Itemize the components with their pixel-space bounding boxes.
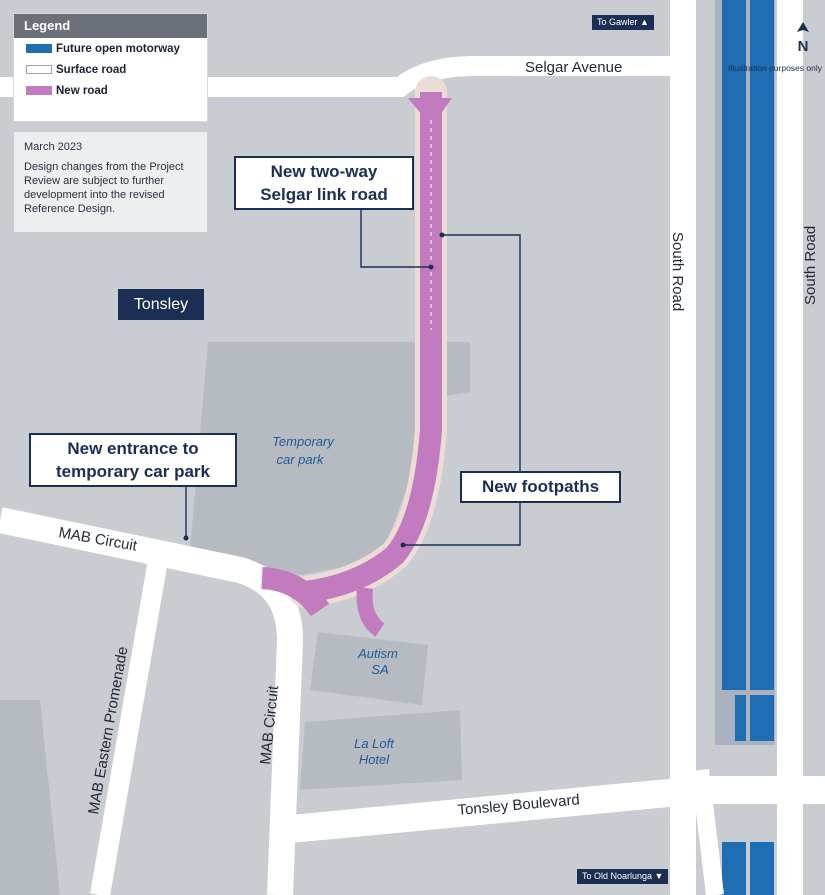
label-laloft-1: La Loft	[354, 736, 395, 751]
label-autism-1: Autism	[357, 646, 398, 661]
callout-entrance-line2: temporary car park	[55, 462, 211, 481]
legend: Legend Future open motorway Surface road…	[14, 14, 207, 121]
info-date: March 2023	[24, 141, 83, 153]
dot-footpath-north	[439, 232, 445, 238]
leader-dots	[183, 232, 445, 548]
motorway-ramp-east	[750, 695, 774, 741]
leader-lines	[185, 210, 521, 546]
block-autism-sa	[310, 632, 428, 705]
dot-entrance	[183, 535, 189, 541]
block-la-loft-hotel	[300, 710, 462, 790]
north-arrow-icon: N	[797, 22, 809, 54]
callout-entrance: New entrance to temporary car park	[29, 433, 237, 487]
place-tonsley-label: Tonsley	[133, 296, 189, 313]
legend-item-surface-road: Surface road	[14, 59, 207, 80]
legend-label-new-road: New road	[56, 84, 108, 97]
new-road-top-flare	[408, 98, 452, 115]
legend-swatch-surface-road	[26, 65, 52, 74]
legend-label-surface-road: Surface road	[56, 63, 127, 76]
label-temporary-car-park-2: car park	[277, 452, 325, 467]
label-temporary-car-park-1: Temporary	[272, 434, 335, 449]
new-road	[261, 76, 452, 637]
direction-to-old-noarlunga: To Old Noarlunga ▼	[577, 869, 669, 884]
leader-link-road	[360, 210, 431, 268]
dot-link-road	[428, 264, 434, 270]
road-south-link	[691, 768, 724, 895]
leader-footpaths	[403, 234, 521, 546]
place-tonsley: Tonsley	[118, 289, 204, 320]
legend-item-motorway: Future open motorway	[14, 38, 207, 59]
direction-to-gawler-label: To Gawler ▲	[597, 17, 649, 27]
label-south-road-east: South Road	[802, 226, 819, 305]
block-temporary-car-park	[190, 342, 470, 575]
legend-label-motorway: Future open motorway	[56, 42, 180, 55]
road-mab-circuit	[0, 507, 304, 895]
legend-title: Legend	[14, 14, 207, 38]
dot-footpath-south	[400, 542, 406, 548]
motorway-ramp-west	[735, 695, 746, 741]
direction-to-old-noarlunga-label: To Old Noarlunga ▼	[582, 871, 664, 881]
callout-entrance-line1: New entrance to	[67, 439, 199, 458]
block-southwest	[0, 700, 60, 895]
motorway-carriageway-west	[722, 0, 746, 690]
label-selgar-avenue: Selgar Avenue	[525, 59, 622, 76]
legend-item-new-road: New road	[14, 80, 207, 101]
legend-swatch-motorway	[26, 44, 52, 53]
callout-link-road: New two-way Selgar link road	[234, 156, 414, 210]
callout-link-road-line1: New two-way	[270, 162, 378, 181]
motorway-south-west	[722, 842, 746, 895]
motorway-carriageway-east	[750, 0, 774, 690]
disclaimer: Illustration purposes only	[727, 63, 822, 73]
road-selgar-avenue	[0, 56, 690, 97]
road-mab-eastern-promenade	[90, 558, 168, 895]
direction-to-gawler: To Gawler ▲	[592, 15, 654, 30]
new-road-slip	[356, 587, 385, 637]
label-autism-2: SA	[371, 662, 388, 677]
info-text: Design changes from the Project Review a…	[24, 161, 184, 215]
new-road-link	[303, 92, 442, 603]
legend-swatch-new-road	[26, 86, 52, 95]
label-south-road-west: South Road	[669, 232, 686, 311]
callout-footpaths: New footpaths	[460, 471, 621, 503]
north-label: N	[798, 38, 809, 54]
motorway-south-east	[750, 842, 774, 895]
callout-link-road-line2: Selgar link road	[260, 185, 388, 204]
place-labels: Temporary car park Autism SA La Loft Hot…	[272, 434, 398, 767]
callout-footpaths-text: New footpaths	[481, 477, 600, 496]
new-road-junction	[261, 567, 330, 617]
info-box: March 2023 Design changes from the Proje…	[14, 132, 207, 232]
label-laloft-2: Hotel	[359, 752, 390, 767]
